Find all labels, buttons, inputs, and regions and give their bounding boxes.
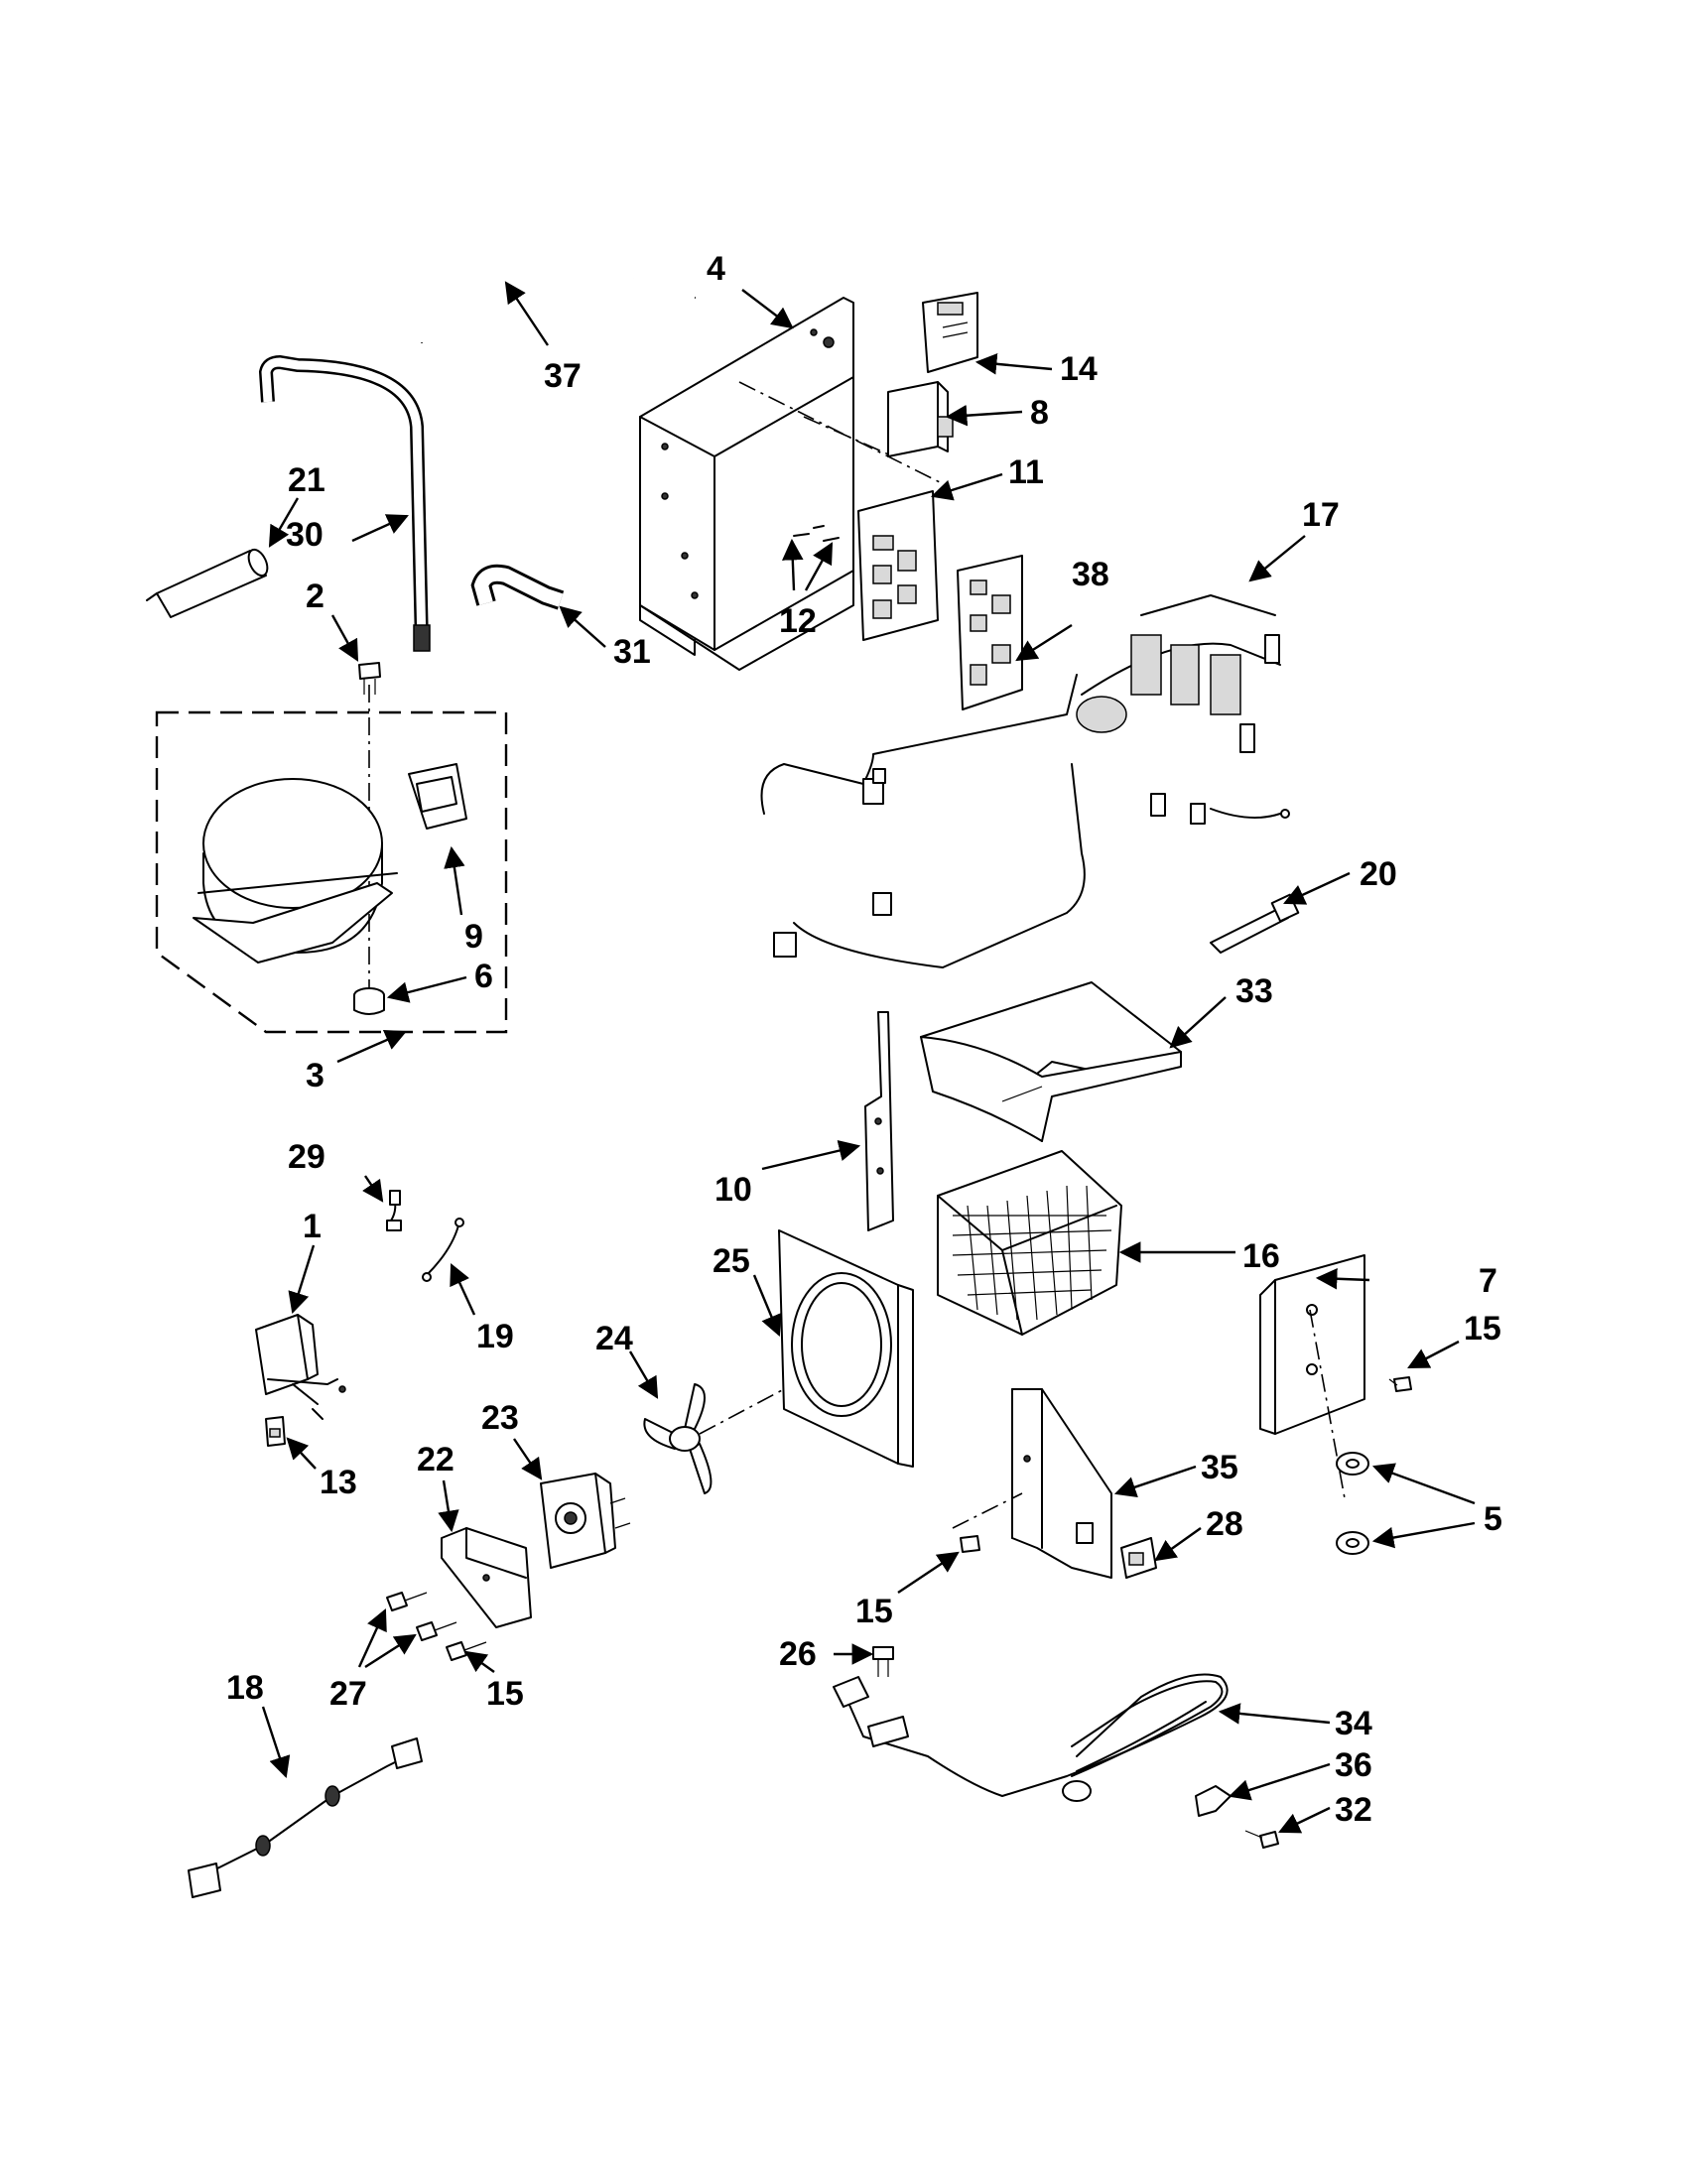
drier-21 (146, 548, 269, 618)
relay-1 (255, 1314, 346, 1420)
callout-15: 15 (486, 1675, 524, 1713)
callout-29: 29 (288, 1138, 325, 1176)
screw-15-left (446, 1641, 487, 1661)
callout-8: 8 (1030, 394, 1049, 432)
tube-37 (417, 271, 696, 343)
tube-31 (470, 564, 565, 610)
screw-15-middle (960, 1535, 980, 1553)
callout-5: 5 (1484, 1500, 1502, 1538)
callout-27: 27 (329, 1675, 367, 1713)
fan-shroud-25 (778, 1229, 914, 1468)
callout-24: 24 (595, 1320, 633, 1357)
callout-12: 12 (779, 602, 817, 640)
bracket-22 (441, 1527, 532, 1628)
callout-34: 34 (1335, 1705, 1372, 1742)
callout-32: 32 (1335, 1791, 1372, 1829)
callout-15: 15 (1464, 1310, 1501, 1348)
wire-19 (422, 1218, 464, 1282)
callout-4: 4 (707, 250, 725, 288)
clips-12 (793, 525, 840, 542)
callout-20: 20 (1360, 855, 1397, 893)
callout-37: 37 (544, 357, 582, 395)
callout-38: 38 (1072, 556, 1109, 593)
callout-14: 14 (1060, 350, 1098, 388)
screw-32 (1244, 1830, 1279, 1849)
callout-3: 3 (306, 1057, 324, 1094)
wire-harness-17 (760, 594, 1290, 968)
callout-11: 11 (1008, 453, 1044, 491)
callout-26: 26 (779, 1635, 817, 1673)
board-14 (922, 292, 978, 373)
evaporator-16 (937, 1150, 1122, 1336)
callout-23: 23 (481, 1399, 519, 1437)
timer-23 (540, 1473, 631, 1569)
compressor-assembly-3 (155, 662, 508, 1034)
callout-28: 28 (1206, 1505, 1243, 1543)
cord-18 (188, 1737, 423, 1898)
bracket-7 (1259, 1254, 1365, 1499)
callout-2: 2 (306, 578, 324, 615)
callout-9: 9 (464, 918, 483, 956)
callout-1: 1 (303, 1208, 322, 1245)
board-38 (957, 555, 1023, 710)
screw-26 (872, 1646, 894, 1677)
fan-blade-24 (643, 1383, 785, 1494)
board-11 (857, 490, 939, 641)
part-13 (265, 1416, 286, 1447)
strip-10 (864, 1011, 894, 1231)
heater-34 (833, 1673, 1229, 1802)
screws-27 (386, 1592, 457, 1641)
callout-30: 30 (286, 516, 324, 554)
callout-25: 25 (713, 1242, 750, 1280)
cable-tie-20 (1210, 893, 1300, 954)
callout-6: 6 (474, 958, 493, 995)
callout-35: 35 (1201, 1449, 1238, 1486)
callout-36: 36 (1335, 1746, 1372, 1784)
block-8 (887, 381, 954, 457)
callout-16: 16 (1242, 1237, 1280, 1275)
block-28 (1120, 1537, 1157, 1579)
bracket-35 (952, 1388, 1112, 1579)
tube-30 (258, 354, 431, 652)
wire-29 (386, 1190, 402, 1231)
callout-22: 22 (417, 1441, 454, 1478)
callout-31: 31 (613, 633, 651, 671)
callout-33: 33 (1235, 972, 1273, 1010)
cover-33 (920, 981, 1182, 1142)
callout-13: 13 (320, 1464, 357, 1501)
leader-lines (261, 281, 1476, 1834)
callout-10: 10 (714, 1171, 752, 1209)
screw-15-right (1388, 1376, 1412, 1392)
callout-18: 18 (226, 1669, 264, 1707)
washers-5 (1336, 1452, 1369, 1555)
callout-21: 21 (288, 461, 325, 499)
callout-17: 17 (1302, 496, 1340, 534)
callout-numbers: 4 37 14 8 11 12 17 38 21 30 2 31 9 6 3 2… (226, 250, 1502, 1829)
callout-7: 7 (1479, 1262, 1497, 1300)
callout-19: 19 (476, 1318, 514, 1355)
clip-36 (1195, 1785, 1232, 1817)
callout-15: 15 (855, 1593, 893, 1630)
control-box-4 (639, 297, 949, 671)
